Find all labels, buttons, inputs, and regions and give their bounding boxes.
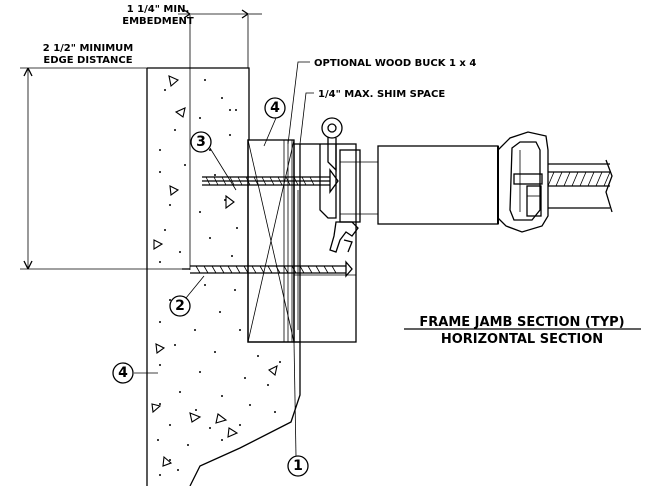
callout-4-concrete: 4	[112, 362, 134, 384]
callout-4-top-number: 4	[270, 100, 280, 116]
section-title: FRAME JAMB SECTION (TYP) HORIZONTAL SECT…	[404, 315, 641, 347]
leader-lines	[134, 61, 314, 457]
callout-2: 2	[169, 295, 191, 317]
embedment-label-line1: 1 1/4" MIN.	[127, 4, 190, 15]
lower-screw	[182, 260, 353, 278]
wood-buck	[247, 139, 295, 343]
section-title-line2: HORIZONTAL SECTION	[441, 332, 603, 347]
edge-distance-label-line1: 2 1/2" MINIMUM	[43, 43, 134, 54]
window-frame-profile	[293, 117, 613, 343]
callout-1-number: 1	[293, 458, 303, 474]
callout-2-number: 2	[175, 298, 185, 314]
callout-3: 3	[190, 131, 212, 153]
edge-distance-label-line2: EDGE DISTANCE	[43, 55, 132, 66]
embedment-dimension	[178, 9, 262, 19]
callout-3-number: 3	[196, 134, 206, 150]
embedment-label-line2: EMBEDMENT	[122, 16, 194, 27]
section-title-line1: FRAME JAMB SECTION (TYP)	[419, 315, 624, 330]
callout-4-concrete-number: 4	[118, 365, 128, 381]
edge-distance-dimension	[20, 67, 182, 270]
concrete-aggregate	[151, 75, 278, 467]
upper-screw	[202, 168, 339, 194]
shim-space-note: 1/4" MAX. SHIM SPACE	[318, 89, 445, 100]
concrete-wall	[146, 15, 301, 486]
wood-buck-note: OPTIONAL WOOD BUCK 1 x 4	[314, 58, 476, 69]
callout-4-top: 4	[264, 97, 286, 119]
callout-1: 1	[287, 455, 309, 477]
